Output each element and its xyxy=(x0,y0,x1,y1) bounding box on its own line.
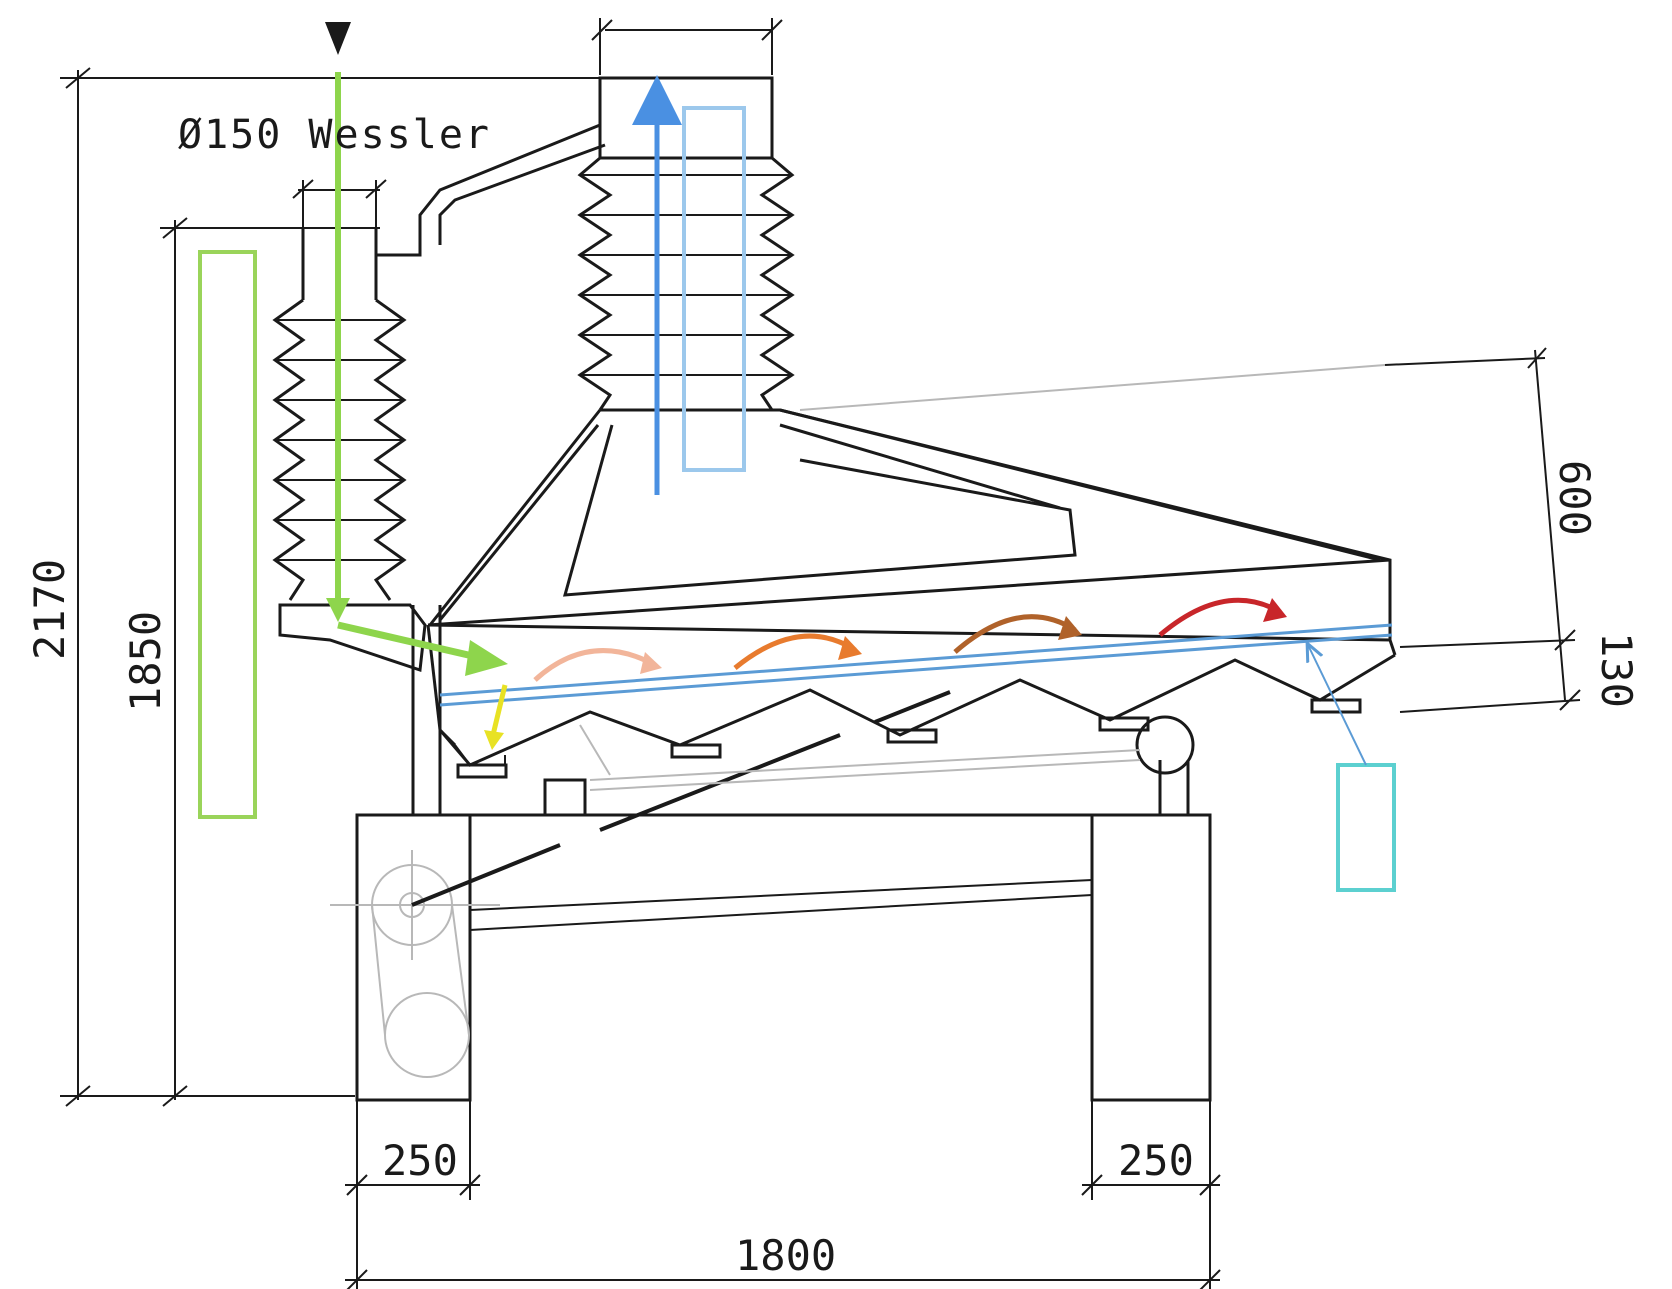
screen-pointer-arrow xyxy=(1308,645,1367,766)
fines-flow-arrow xyxy=(484,684,508,750)
inlet-flow-arrow xyxy=(326,72,508,676)
triangle-down-icon xyxy=(325,22,351,55)
dim-aspiration-height: 600 xyxy=(1550,460,1599,536)
dimension-lines xyxy=(60,18,1581,1289)
dim-total-height: 2170 xyxy=(25,559,74,660)
dim-leg-left: 250 xyxy=(382,1136,458,1185)
screen-line-top xyxy=(439,623,1393,697)
inlet-box xyxy=(198,250,257,819)
dim-leg-right: 250 xyxy=(1118,1136,1194,1185)
product-box xyxy=(1336,763,1396,892)
dim-frame-width: 1800 xyxy=(735,1231,836,1280)
material-flow-arrows xyxy=(533,597,1287,682)
pulley-icon xyxy=(330,850,500,1078)
dim-sieve-gap: 130 xyxy=(1592,632,1641,708)
air-outlet-box xyxy=(682,106,746,472)
sieve-box xyxy=(426,624,1397,791)
screen-line-bottom xyxy=(439,633,1393,707)
inlet-bellows xyxy=(272,123,606,673)
pipe-label: Ø150 Wessler xyxy=(178,112,491,158)
machine-frame xyxy=(355,605,1212,1102)
aspiration-hood xyxy=(427,408,1392,642)
drive-shaft xyxy=(411,690,951,907)
dim-body-height: 1850 xyxy=(121,611,170,712)
